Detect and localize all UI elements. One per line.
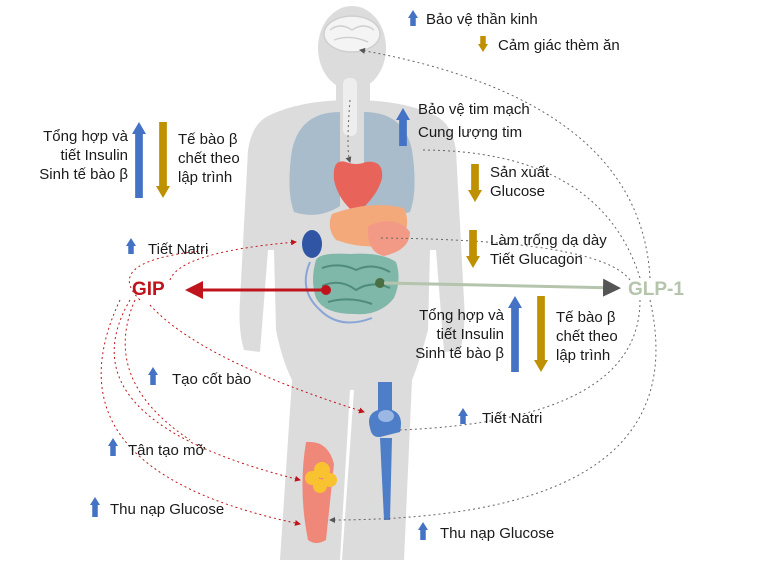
label-gip-insulin: Tổng hợp và tiết Insulin Sinh tế bào β — [39, 128, 128, 183]
kidney-icon — [302, 230, 322, 258]
label-gip-beta-death: Tế bào β chết theo lập trình — [178, 131, 240, 186]
arrow-up-icon-glp1-insulin — [508, 296, 522, 372]
glp1-main-arrow — [383, 278, 621, 297]
label-lipogenesis: Tân tạo mỡ — [128, 442, 206, 459]
arrow-down-icon-gip-beta-death — [156, 122, 170, 198]
arrow-up-icon-glp1-sodium — [458, 408, 468, 424]
indicator-arrows — [90, 10, 548, 540]
gip-source-dot — [321, 285, 331, 295]
glp1-source-dot — [375, 278, 385, 288]
heart-icon — [333, 161, 383, 214]
arrow-up-icon-bone-formation — [148, 367, 158, 385]
label-gastric-emptying: Làm trống dạ dày Tiết Glucagon — [490, 232, 607, 268]
label-bone-formation: Tạo cốt bào — [172, 371, 252, 388]
label-glp1-insulin: Tổng hợp và tiết Insulin Sinh tế bào β — [415, 307, 504, 362]
label-appetite: Cảm giác thèm ăn — [498, 37, 620, 54]
intestine-icon — [313, 253, 399, 315]
arrow-down-icon-stomach-emptying — [466, 230, 480, 268]
label-cardioprotection: Bảo vệ tim mạch — [418, 101, 530, 118]
glp1-label: GLP-1 — [628, 279, 684, 300]
arrow-up-icon-lipogenesis — [108, 438, 118, 456]
arrow-up-icon-gip-insulin — [132, 122, 146, 198]
arrow-down-icon-liver-glucose — [468, 164, 482, 202]
brain-icon — [323, 15, 381, 53]
arrow-up-icon-glp1-glucose-uptake — [418, 522, 428, 540]
stomach-icon — [367, 221, 410, 256]
label-glp1-sodium: Tiết Natri — [482, 410, 543, 427]
arrow-up-icon-heart-protect — [396, 108, 410, 146]
label-glp1-beta-death: Tế bào β chết theo lập trình — [556, 309, 618, 364]
arrow-up-icon-gip-sodium — [126, 238, 136, 254]
label-neuroprotection: Bảo vệ thần kinh — [426, 11, 538, 28]
label-cardiac-output: Cung lượng tim — [418, 124, 523, 141]
lung-left-icon — [289, 112, 340, 215]
fat-cell-icon — [305, 462, 337, 493]
bone-knee-icon — [369, 382, 401, 520]
arrow-down-icon-brain-appetite — [478, 36, 488, 52]
gip-label: GIP — [132, 279, 165, 300]
label-glp1-glucose-uptake: Thu nạp Glucose — [440, 525, 555, 542]
label-gip-glucose-uptake: Thu nạp Glucose — [110, 501, 225, 518]
arrow-up-icon-gip-glucose-uptake — [90, 497, 100, 517]
arrow-up-icon-brain-neuro — [408, 10, 418, 26]
arrow-down-icon-glp1-beta-death — [534, 296, 548, 372]
label-glucose-production: Sản xuất Glucose — [490, 164, 550, 200]
label-gip-sodium: Tiết Natri — [148, 241, 209, 258]
